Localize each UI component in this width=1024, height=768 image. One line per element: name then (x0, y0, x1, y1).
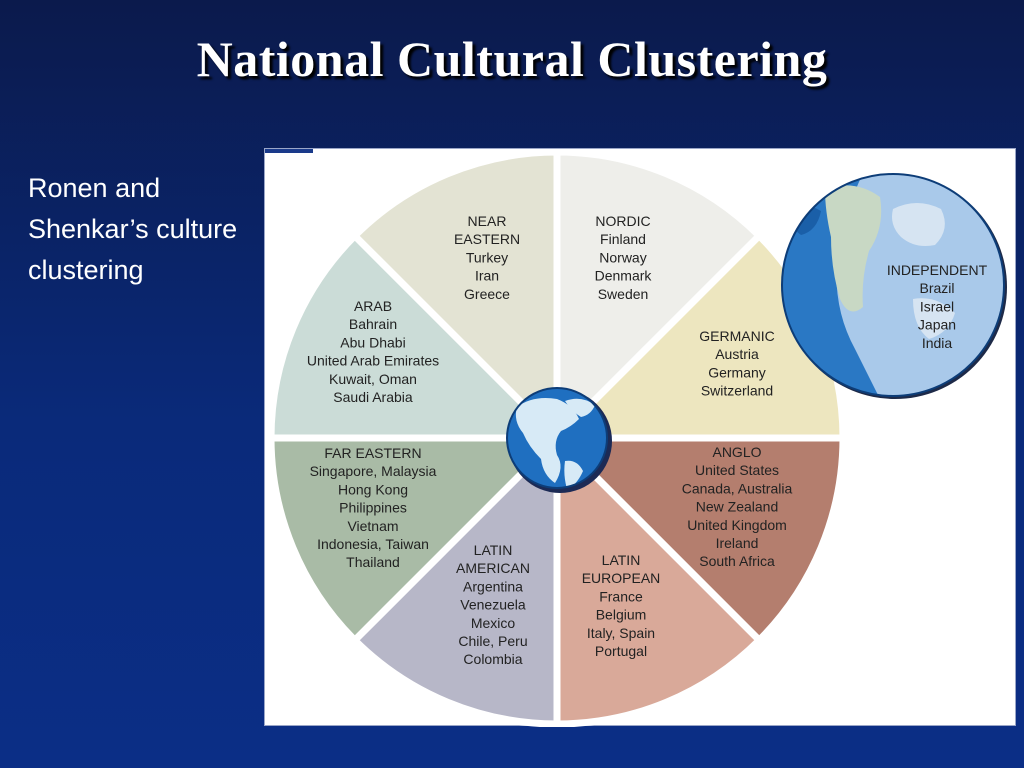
cluster-wedge-nordic (553, 149, 765, 447)
cluster-wedge-near-eastern (349, 149, 561, 447)
slide-caption: Ronen and Shenkar’s culture clustering (28, 173, 238, 285)
cluster-wedge-latin-american (349, 429, 561, 727)
cluster-wedge-anglo (548, 434, 847, 646)
cluster-wedge-latin-european (553, 429, 765, 727)
cluster-wedge-far-eastern (267, 434, 566, 646)
slide-title: National Cultural Clustering (196, 31, 828, 87)
panel-accent-bar (265, 149, 313, 153)
center-globe-icon (506, 387, 612, 493)
cluster-wedges (267, 149, 847, 727)
cluster-wedge-arab (267, 230, 566, 442)
independent-globe-icon (781, 173, 1007, 399)
